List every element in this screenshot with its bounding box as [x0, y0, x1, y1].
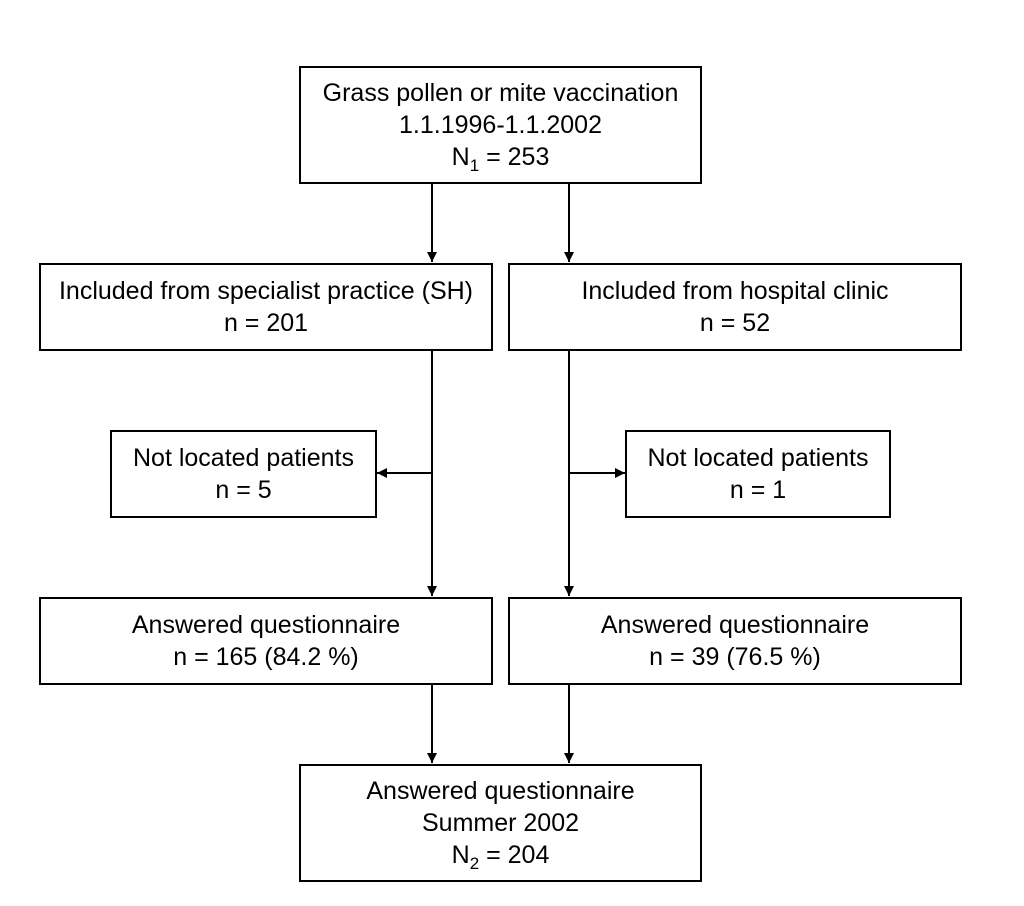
- left-included-count: n = 201: [223, 309, 309, 337]
- top-box-count: N1 = 253: [451, 141, 550, 175]
- top-box-vaccination: Grass pollen or mite vaccination 1.1.199…: [299, 66, 702, 184]
- right-included-box: Included from hospital clinic n = 52: [508, 263, 962, 351]
- top-box-title: Grass pollen or mite vaccination: [322, 79, 679, 107]
- left-not-located-count: n = 5: [215, 476, 272, 504]
- bottom-box-period: Summer 2002: [421, 809, 580, 837]
- top-box-date-range: 1.1.1996-1.1.2002: [399, 111, 602, 139]
- right-included-title: Included from hospital clinic: [581, 277, 889, 305]
- left-not-located-title: Not located patients: [133, 444, 354, 472]
- right-answered-box: Answered questionnaire n = 39 (76.5 %): [508, 597, 962, 685]
- right-answered-count: n = 39 (76.5 %): [649, 643, 821, 671]
- right-answered-title: Answered questionnaire: [600, 611, 870, 639]
- left-included-box: Included from specialist practice (SH) n…: [39, 263, 493, 351]
- right-not-located-count: n = 1: [729, 476, 787, 504]
- bottom-box-answered: Answered questionnaire Summer 2002 N2 = …: [299, 764, 702, 882]
- bottom-box-title: Answered questionnaire: [366, 777, 635, 805]
- left-included-title: Included from specialist practice (SH): [58, 277, 474, 305]
- left-answered-box: Answered questionnaire n = 165 (84.2 %): [39, 597, 493, 685]
- top-box-count-subscript: 1: [469, 156, 480, 175]
- top-box-count-value: = 253: [479, 143, 550, 171]
- bottom-box-count: N2 = 204: [451, 839, 550, 873]
- left-answered-count: n = 165 (84.2 %): [173, 643, 359, 671]
- bottom-box-count-symbol: N: [451, 841, 470, 869]
- bottom-box-count-value: = 204: [479, 841, 550, 869]
- left-not-located-box: Not located patients n = 5: [110, 430, 377, 518]
- right-not-located-box: Not located patients n = 1: [625, 430, 891, 518]
- right-not-located-title: Not located patients: [647, 444, 869, 472]
- left-answered-title: Answered questionnaire: [131, 611, 401, 639]
- bottom-box-count-subscript: 2: [469, 854, 480, 873]
- top-box-count-symbol: N: [451, 143, 470, 171]
- right-included-count: n = 52: [699, 309, 771, 337]
